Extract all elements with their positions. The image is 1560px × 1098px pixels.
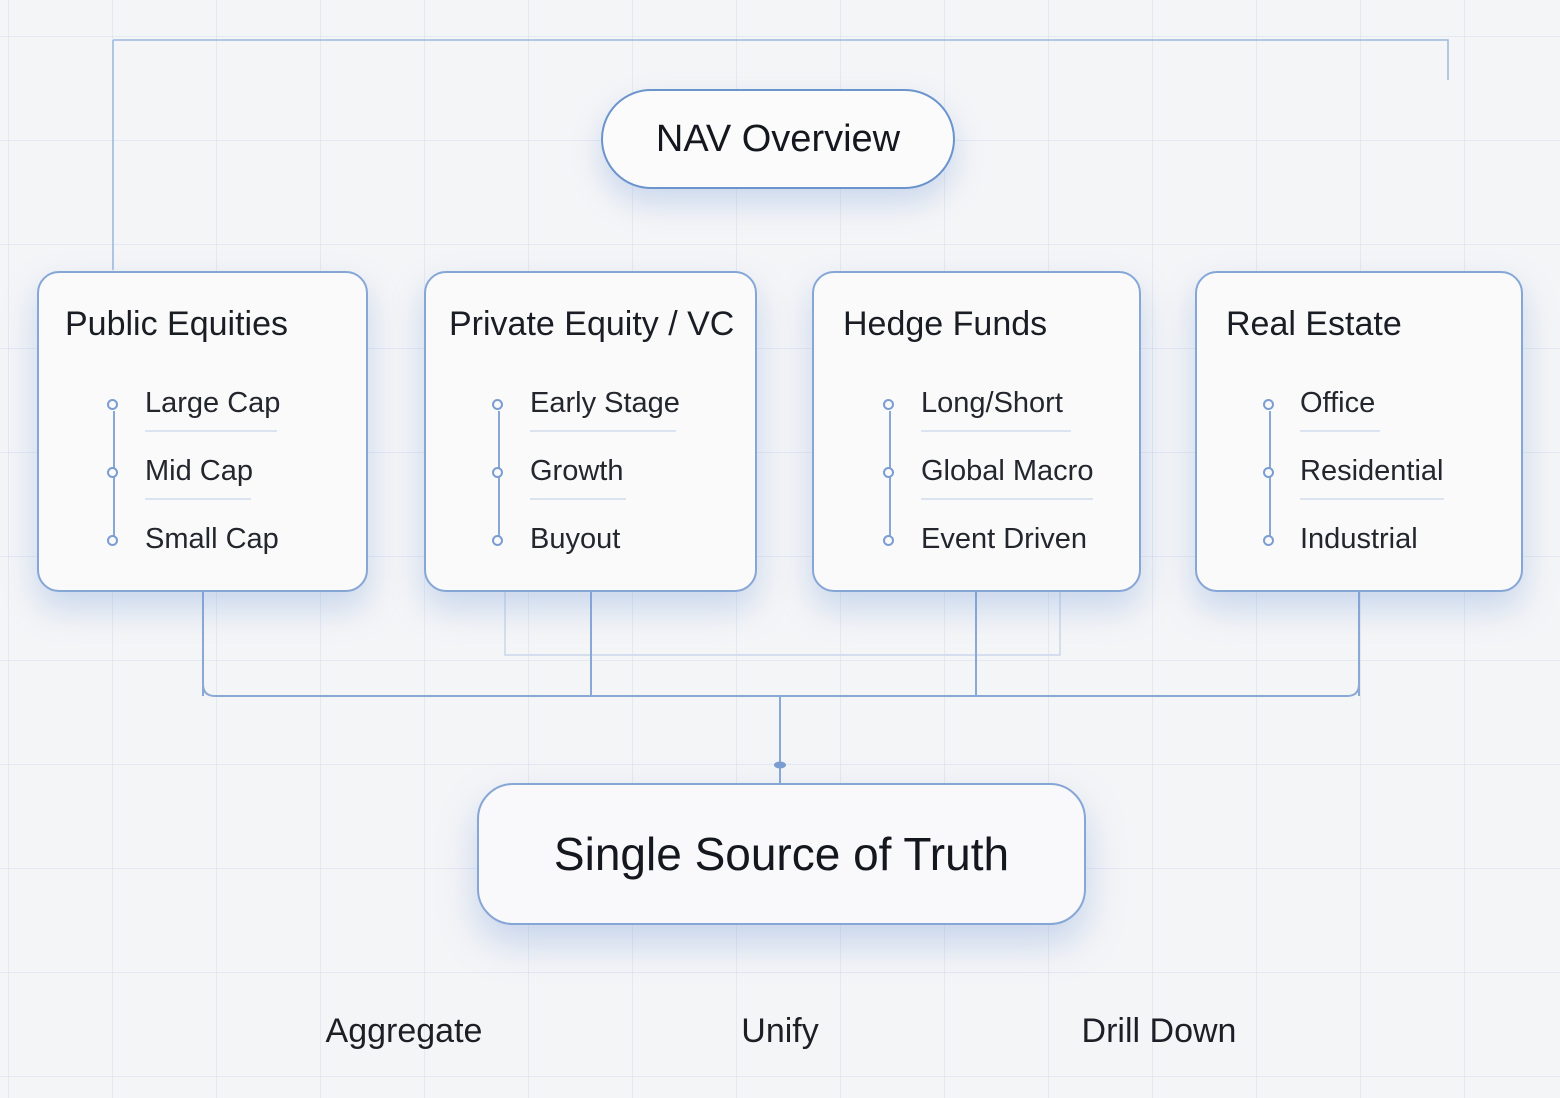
nav-overview-label: NAV Overview: [655, 117, 901, 160]
item-divider: [530, 498, 626, 500]
card-public-equities[interactable]: Public Equities Large Cap Mid Cap Small …: [37, 271, 368, 592]
item-divider: [1300, 498, 1444, 500]
connector-bus: [202, 683, 1360, 697]
list-item-label: Mid Cap: [145, 455, 253, 487]
list-item-label: Small Cap: [145, 523, 279, 555]
bullet-icon: [883, 399, 894, 410]
backdrop-frame-line: [113, 39, 1449, 80]
bullet-icon: [492, 467, 503, 478]
card-hedge-funds[interactable]: Hedge Funds Long/Short Global Macro Even…: [812, 271, 1141, 592]
list-item-label: Long/Short: [921, 387, 1063, 419]
list-item-label: Large Cap: [145, 387, 281, 419]
bullet-icon: [107, 467, 118, 478]
sub-list: Office Residential Industrial: [1197, 273, 1521, 590]
bullet-icon: [1263, 399, 1274, 410]
sub-list: Early Stage Growth Buyout: [426, 273, 755, 590]
card-title: Hedge Funds: [843, 305, 1048, 343]
bullet-icon: [883, 467, 894, 478]
item-divider: [1300, 430, 1380, 432]
list-item-label: Event Driven: [921, 523, 1088, 555]
bullet-icon: [1263, 535, 1274, 546]
single-source-of-truth-node[interactable]: Single Source of Truth: [477, 783, 1086, 925]
item-divider: [530, 430, 676, 432]
list-item-label: Residential: [1300, 455, 1444, 487]
list-item-label: Industrial: [1300, 523, 1418, 555]
nav-overview-node[interactable]: NAV Overview: [601, 89, 955, 189]
bullet-icon: [1263, 467, 1274, 478]
list-item-label: Office: [1300, 387, 1376, 419]
card-title: Private Equity / VC: [449, 305, 735, 343]
card-private-equity-vc[interactable]: Private Equity / VC Early Stage Growth B…: [424, 271, 757, 592]
sub-list: Long/Short Global Macro Event Driven: [814, 273, 1139, 590]
item-divider: [921, 430, 1071, 432]
footer-label-unify: Unify: [741, 1012, 819, 1050]
bullet-icon: [883, 535, 894, 546]
item-divider: [145, 498, 251, 500]
list-item-label: Early Stage: [530, 387, 680, 419]
list-item-label: Global Macro: [921, 455, 1094, 487]
bullet-icon: [492, 399, 503, 410]
connector-junction-dot: [774, 761, 786, 769]
card-title: Public Equities: [65, 305, 289, 343]
bullet-icon: [492, 535, 503, 546]
card-real-estate[interactable]: Real Estate Office Residential Industria…: [1195, 271, 1523, 592]
bullet-icon: [107, 399, 118, 410]
backdrop-inner-line: [504, 592, 1061, 656]
item-divider: [921, 498, 1093, 500]
bullet-icon: [107, 535, 118, 546]
card-title: Real Estate: [1226, 305, 1402, 343]
footer-label-aggregate: Aggregate: [325, 1012, 483, 1050]
list-item-label: Buyout: [530, 523, 621, 555]
footer-label-drill-down: Drill Down: [1081, 1012, 1237, 1050]
sub-list: Large Cap Mid Cap Small Cap: [39, 273, 366, 590]
single-source-of-truth-label: Single Source of Truth: [553, 828, 1010, 880]
list-item-label: Growth: [530, 455, 624, 487]
item-divider: [145, 430, 277, 432]
